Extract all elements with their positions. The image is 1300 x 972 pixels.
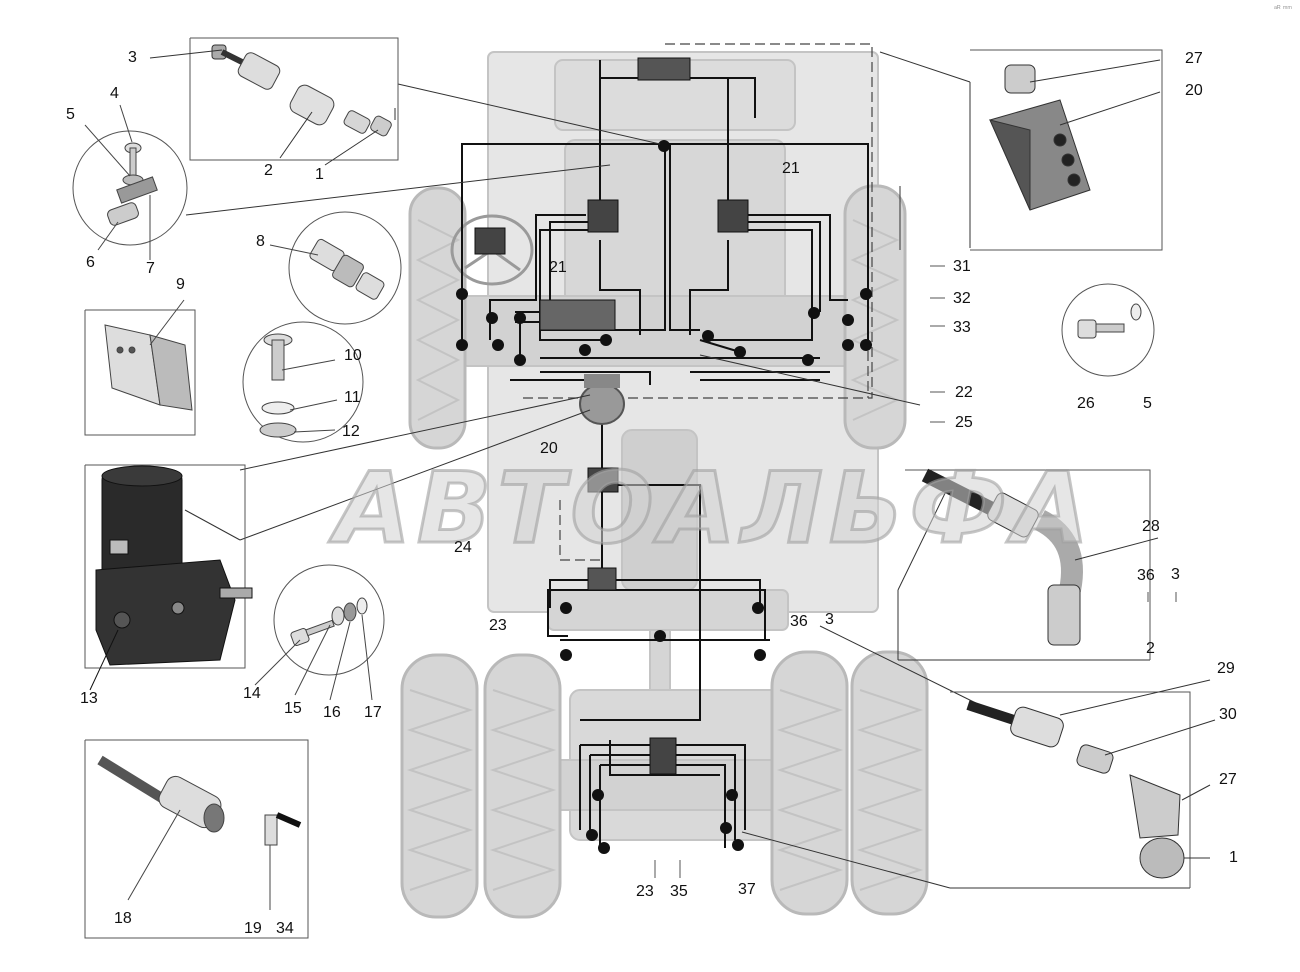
distributor-blocks	[474, 57, 749, 775]
fitting-assembly-1-3	[149, 44, 392, 166]
callout-label: 24	[454, 539, 472, 556]
corner-mark: ᵃᴿ ᵐᵐ	[1274, 4, 1292, 13]
callout-label: 2	[1146, 640, 1155, 657]
wheels-ghost	[400, 184, 929, 919]
callout-label: 12	[342, 423, 360, 440]
callout-label: 21	[782, 160, 800, 177]
nipple-8	[269, 238, 385, 300]
pump-unit-13	[89, 465, 253, 691]
distributor-20-27	[989, 59, 1161, 211]
callout-label: 29	[1217, 660, 1235, 677]
callout-label: 10	[344, 347, 362, 364]
callout-label: 5	[66, 106, 75, 123]
callout-label: 11	[344, 389, 361, 406]
callout-label: 16	[323, 704, 341, 721]
callout-label: 34	[276, 920, 294, 937]
callout-label: 19	[244, 920, 262, 937]
callout-label: 18	[114, 910, 132, 927]
bracket-9	[104, 299, 193, 411]
callout-label: 1	[1229, 849, 1238, 866]
callout-label: 32	[953, 290, 971, 307]
callout-label: 3	[128, 49, 137, 66]
callout-label: 36	[1137, 567, 1155, 584]
fitting-29-30-27-1	[966, 679, 1216, 879]
callout-label: 22	[955, 384, 973, 401]
callout-label: 20	[540, 440, 558, 457]
callout-label: 26	[1077, 395, 1095, 412]
callout-label: 5	[1143, 395, 1152, 412]
callout-label: 28	[1142, 518, 1160, 535]
callout-label: 27	[1219, 771, 1237, 788]
callout-label: 3	[825, 611, 834, 628]
callout-label: 15	[284, 700, 302, 717]
callout-label: 6	[86, 254, 95, 271]
lubrication-lines	[461, 60, 869, 848]
bolt-14-17	[254, 597, 373, 701]
callout-label: 8	[256, 233, 265, 250]
inset-frames	[72, 37, 1191, 939]
nozzle-18-valve-19	[97, 755, 302, 910]
callout-label: 30	[1219, 706, 1237, 723]
callout-label: 9	[176, 276, 185, 293]
callout-label: 7	[146, 260, 155, 277]
callout-label: 23	[489, 617, 507, 634]
callout-label: 20	[1185, 82, 1203, 99]
callout-label: 36	[790, 613, 808, 630]
callout-label: 4	[110, 85, 119, 102]
callout-label: 25	[955, 414, 973, 431]
bolt-10-12	[259, 333, 338, 438]
hose-28	[921, 468, 1159, 646]
callout-label: 21	[549, 259, 567, 276]
bolt-assembly-4-7	[84, 104, 158, 260]
callout-label: 27	[1185, 50, 1203, 67]
callout-label: 23	[636, 883, 654, 900]
callout-label: 35	[670, 883, 688, 900]
callout-label: 31	[953, 258, 971, 275]
callout-label: 2	[264, 162, 273, 179]
pump-ghost-center	[579, 374, 625, 425]
callout-label: 33	[953, 319, 971, 336]
callout-label: 17	[364, 704, 382, 721]
callout-label: 3	[1171, 566, 1180, 583]
watermark: АВТОАЛЬФА	[334, 451, 1095, 568]
grease-points	[456, 140, 872, 854]
callout-label: 37	[738, 881, 756, 898]
callout-label: 13	[80, 690, 98, 707]
callout-label: 14	[243, 685, 261, 702]
callout-label: 1	[315, 166, 324, 183]
bolt-26-5	[1077, 303, 1142, 339]
